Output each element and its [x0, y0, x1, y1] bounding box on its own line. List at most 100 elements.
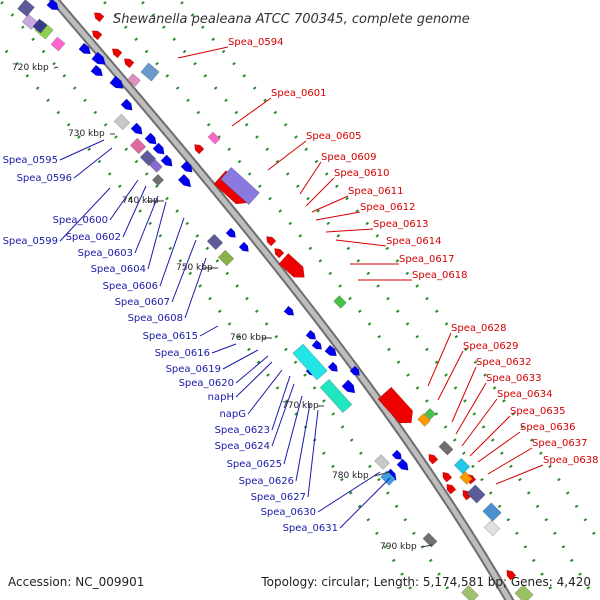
gene-label-left: Spea_0595 [3, 155, 58, 166]
label-leader-line [311, 195, 349, 213]
reverse-gene-arrow [446, 483, 457, 495]
label-leader-line [211, 343, 237, 354]
gene-label-right: Spea_0609 [321, 152, 376, 163]
accession-text: Accession: NC_009901 [8, 575, 144, 589]
gene-label-right: Spea_0611 [348, 186, 403, 197]
forward-gene-arrow [90, 64, 103, 77]
gene-label-left: Spea_0604 [91, 264, 146, 275]
forward-gene-arrow [180, 160, 193, 173]
gene-feature-box [207, 131, 221, 145]
gc-track-0 [0, 0, 456, 600]
forward-gene-arrow [177, 173, 192, 188]
genome-backbone [48, 0, 515, 600]
gene-label-right: Spea_0601 [271, 88, 326, 99]
label-leader-line [122, 185, 147, 238]
gene-label-left: Spea_0607 [115, 297, 170, 308]
gene-feature-box [32, 18, 48, 34]
gene-feature-box [461, 585, 479, 600]
gene-feature-box [423, 407, 437, 421]
gene-feature-box [113, 113, 131, 131]
gene-feature-box [220, 166, 260, 206]
gene-label-right: Spea_0638 [543, 455, 598, 466]
gene-feature-box [417, 413, 431, 427]
label-leader-line [184, 257, 207, 319]
gene-label-right: Spea_0610 [334, 168, 389, 179]
gene-label-left: napG [219, 409, 246, 420]
label-leader-line [307, 409, 319, 498]
reverse-gene-arrow [194, 144, 205, 155]
reverse-gene-arrow [266, 236, 277, 247]
label-leader-line [437, 350, 464, 401]
gene-feature-box [139, 149, 157, 167]
gene-label-right: Spea_0612 [360, 202, 415, 213]
gene-labels: Spea_0594Spea_0601Spea_0605Spea_0609Spea… [3, 37, 599, 534]
gene-label-left: Spea_0606 [103, 281, 158, 292]
gene-feature-box [17, 0, 35, 17]
reverse-gene-arrow [93, 12, 105, 23]
forward-gene-arrow [109, 75, 124, 89]
gene-label-right: Spea_0617 [399, 254, 454, 265]
gene-label-right: Spea_0633 [486, 373, 541, 384]
reverse-gene-arrow [377, 386, 413, 424]
forward-gene-arrow [130, 122, 143, 135]
label-leader-line [477, 431, 521, 463]
forward-gene-arrow [46, 0, 59, 11]
label-leader-line [235, 361, 273, 398]
forward-gene-arrow [120, 98, 133, 111]
label-leader-line [235, 355, 269, 384]
gene-label-right: Spea_0618 [412, 270, 467, 281]
gene-label-left: Spea_0624 [215, 441, 270, 452]
label-leader-line [267, 140, 307, 171]
gene-label-left: Spea_0627 [251, 492, 306, 503]
label-leader-line [451, 366, 477, 423]
scale-tick-label: 750 kbp [176, 263, 213, 273]
label-leader-line [305, 177, 335, 207]
gene-label-right: Spea_0634 [497, 389, 552, 400]
label-leader-line [73, 147, 113, 179]
label-leader-line [487, 447, 533, 475]
forward-gene-arrow [78, 42, 91, 55]
gene-label-right: Spea_0613 [373, 219, 428, 230]
gene-label-right: Spea_0605 [306, 131, 361, 142]
reverse-gene-arrow [442, 471, 453, 483]
gene-feature-box [319, 378, 353, 414]
gc-track-1 [0, 41, 419, 600]
scale-tick-label: 740 kbp [122, 196, 159, 206]
label-leader-line [59, 139, 105, 161]
scale-tick-label: 760 kbp [230, 333, 267, 343]
gene-label-left: Spea_0599 [3, 236, 58, 247]
label-leader-line [222, 349, 259, 370]
gene-feature-box [482, 502, 502, 522]
gene-label-right: Spea_0628 [451, 323, 506, 334]
forward-gene-arrow [283, 305, 295, 316]
forward-gene-arrow [391, 449, 402, 460]
topology-text: Topology: circular; Length: 5,174,581 bp… [260, 575, 591, 589]
gene-feature-box [206, 233, 224, 251]
reverse-gene-arrow [91, 30, 103, 41]
gene-feature-box [292, 343, 328, 381]
forward-gene-arrow [225, 227, 236, 238]
gene-label-left: Spea_0626 [239, 476, 294, 487]
gene-feature-box [422, 532, 438, 548]
scale-tick-line [373, 471, 391, 477]
gene-label-right: Spea_0635 [510, 406, 565, 417]
gene-feature-box [129, 137, 147, 155]
label-leader-line [455, 382, 487, 435]
gene-label-left: Spea_0600 [53, 215, 108, 226]
label-leader-line [247, 369, 283, 415]
gene-label-left: napH [208, 392, 234, 403]
gene-label-left: Spea_0631 [283, 523, 338, 534]
gene-feature-box [333, 295, 347, 309]
gene-feature-box [438, 440, 454, 456]
label-leader-line [231, 97, 272, 127]
scale-tick-label: 730 kbp [68, 129, 105, 139]
gene-label-left: Spea_0625 [227, 459, 282, 470]
gene-label-right: Spea_0594 [228, 37, 283, 48]
gene-label-right: Spea_0637 [532, 438, 587, 449]
forward-gene-arrow [152, 142, 165, 155]
gene-label-left: Spea_0630 [261, 507, 316, 518]
gc-track-3 [138, 0, 597, 600]
reverse-gene-arrow [278, 253, 305, 278]
